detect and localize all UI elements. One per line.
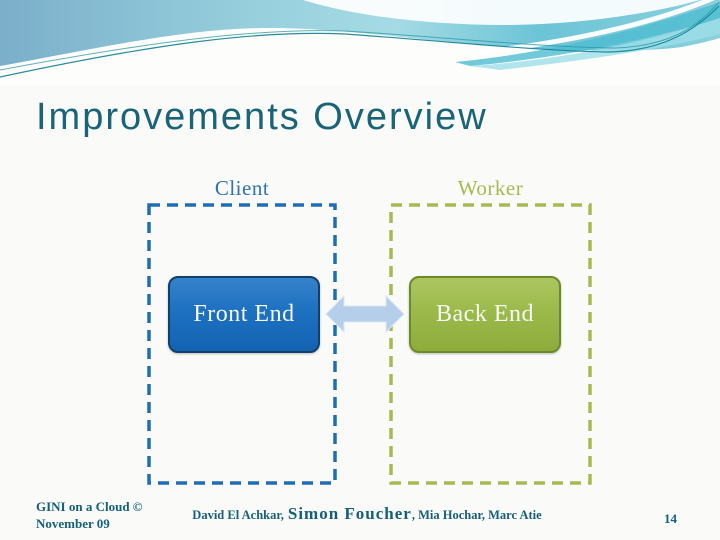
client-group-label: Client [214,176,270,200]
footer-date: November 09 [36,516,110,531]
back-end-node: Back End [409,276,561,353]
worker-group-label: Worker [457,176,524,200]
header-white-wave [0,27,720,85]
front-end-node: Front End [168,276,320,353]
header-teal-swoosh [455,2,720,66]
footer-credits: David El Achkar, Simon Foucher, Mia Hoch… [0,504,720,524]
credit-highlight: Simon Foucher [287,504,412,523]
footer-project-name: GINI on a Cloud © [36,499,143,514]
bidirectional-arrow-icon [325,294,405,334]
header-wave-decoration [0,0,720,85]
header-white-swoosh-top [303,0,700,25]
slide-page-number: 14 [664,511,677,526]
footer-project-block: GINI on a Cloud © November 09 [36,498,143,532]
slide-title: Improvements Overview [36,96,488,138]
header-thin-teal-line-2 [0,1,720,71]
back-end-node-label: Back End [436,301,534,327]
front-end-node-label: Front End [193,301,295,327]
credit-part-1: David El Achkar, [192,508,284,522]
credit-part-3: , Mia Hochar, Marc Atie [411,508,542,522]
header-thin-teal-line-1 [0,5,720,78]
header-cyan-swoosh [470,18,720,70]
